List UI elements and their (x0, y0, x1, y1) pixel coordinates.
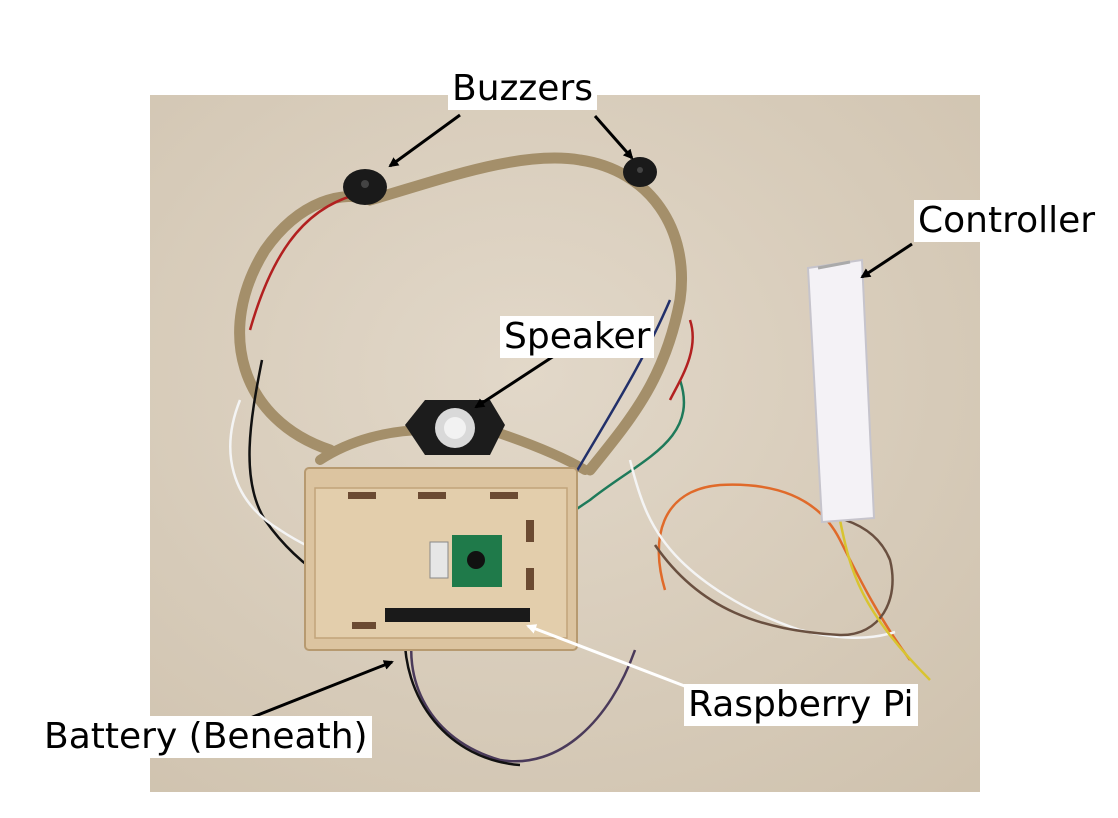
buzzer-right (623, 157, 657, 187)
wire-white-right (628, 459, 896, 639)
arrow-controller (860, 242, 913, 279)
speaker-unit (405, 400, 505, 455)
buzzer-left (343, 169, 387, 205)
wire-black-bottom (403, 624, 521, 767)
wire-purple (410, 619, 637, 763)
wire-brown (653, 518, 894, 637)
arrow-buzzers-left (388, 113, 461, 168)
label-raspberry-pi: Raspberry Pi (684, 684, 918, 726)
wire-red-right (668, 319, 694, 401)
camera-module (429, 535, 502, 587)
arrow-battery (239, 660, 394, 724)
arrow-speaker (474, 350, 561, 409)
label-battery: Battery (Beneath) (40, 716, 372, 758)
controller-device (806, 258, 876, 524)
arrow-raspberry-pi (526, 624, 696, 692)
label-buzzers: Buzzers (448, 68, 598, 110)
label-speaker: Speaker (500, 316, 655, 358)
wire-orange (657, 483, 912, 661)
wire-yellow (838, 519, 931, 681)
arrow-buzzers-right (593, 115, 634, 160)
pipe-cleaner-loop (234, 152, 687, 476)
label-controller: Controller (914, 200, 1100, 242)
wire-red-left (248, 193, 356, 331)
